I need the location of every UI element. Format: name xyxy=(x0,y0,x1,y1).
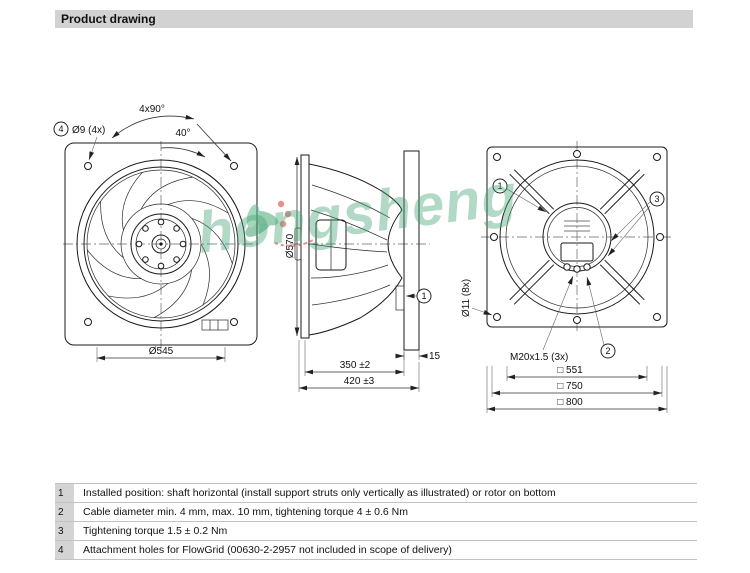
svg-text:1: 1 xyxy=(421,291,426,301)
svg-text:1: 1 xyxy=(497,181,502,191)
notes-table: 1 Installed position: shaft horizontal (… xyxy=(55,483,697,560)
callout-4: 4 xyxy=(53,121,69,137)
svg-text:3: 3 xyxy=(654,194,659,204)
hole-size-label: Ø9 (4x) xyxy=(72,125,105,136)
note-number: 2 xyxy=(55,503,74,521)
impeller-back-disc xyxy=(300,154,310,339)
callout-4-leader xyxy=(88,136,98,161)
rotor-hub xyxy=(130,213,192,275)
square-800-label: □ 800 xyxy=(557,397,583,408)
impeller-side-body xyxy=(308,163,403,336)
note-text: Tightening torque 1.5 ± 0.2 Nm xyxy=(83,525,228,537)
square-551-label: □ 551 xyxy=(557,365,583,376)
plate-holes xyxy=(490,150,664,324)
angle-arc-40 xyxy=(160,147,206,158)
callout-1-side: 1 xyxy=(406,288,432,304)
angle-label-40: 40° xyxy=(175,128,190,139)
note-text: Attachment holes for FlowGrid (00630-2-2… xyxy=(83,544,452,556)
terminal-box xyxy=(560,242,594,262)
diameter-545-label: Ø545 xyxy=(149,346,174,357)
gland-label: M20x1.5 (3x) xyxy=(510,352,568,363)
cable-gland xyxy=(583,263,591,271)
table-row: 1 Installed position: shaft horizontal (… xyxy=(55,484,697,503)
dimension-750: □ 750 xyxy=(491,366,663,397)
corner-hole xyxy=(84,162,92,170)
impeller-outer xyxy=(86,169,236,319)
wall-plate-side xyxy=(403,150,420,351)
angle-label-4x90: 4x90° xyxy=(139,104,165,115)
corner-hole xyxy=(230,318,238,326)
note-number: 3 xyxy=(55,522,74,540)
inlet-ring-inner xyxy=(83,166,239,322)
mounting-plate-front xyxy=(64,142,258,346)
corner-hole xyxy=(84,318,92,326)
callout-3-rear: 3 xyxy=(607,191,665,257)
side-view: Ø570 15 350 ±2 420 ±3 1 xyxy=(285,150,441,392)
rear-view: 1 3 2 Ø11 (8x) M20x1.5 (3x) □ 551 xyxy=(461,141,673,413)
support-strut-bracket xyxy=(395,285,405,311)
depth-420-label: 420 ±3 xyxy=(344,376,375,387)
dimension-545: Ø545 xyxy=(96,346,226,362)
table-row: 2 Cable diameter min. 4 mm, max. 10 mm, … xyxy=(55,503,697,522)
svg-text:2: 2 xyxy=(605,346,610,356)
table-row: 3 Tightening torque 1.5 ± 0.2 Nm xyxy=(55,522,697,541)
venturi-ring-outer xyxy=(499,159,655,315)
section-header: Product drawing xyxy=(55,10,693,28)
mounting-plate-rear xyxy=(486,146,668,328)
cable-gland xyxy=(573,265,581,273)
hole-leader-line xyxy=(196,123,232,162)
hole-leader-rear xyxy=(471,307,493,316)
dimension-350: 350 ±2 xyxy=(304,340,405,376)
dimension-800: □ 800 xyxy=(486,366,668,413)
note-number: 4 xyxy=(55,541,74,559)
corner-hole xyxy=(230,162,238,170)
note-number: 1 xyxy=(55,484,74,502)
diameter-570-label: Ø570 xyxy=(285,233,296,258)
square-750-label: □ 750 xyxy=(557,381,583,392)
flange-thickness-label: 15 xyxy=(429,351,441,362)
table-row: 4 Attachment holes for FlowGrid (00630-2… xyxy=(55,541,697,560)
angle-arc-4x90 xyxy=(111,114,195,139)
callout-2-rear: 2 xyxy=(586,276,616,359)
page-title: Product drawing xyxy=(61,12,156,26)
inlet-ring-outer xyxy=(76,159,246,329)
dimension-570: Ø570 xyxy=(285,157,300,336)
note-text: Installed position: shaft horizontal (in… xyxy=(83,487,556,499)
front-view: 4x90° 40° 4 Ø9 (4x) Ø545 xyxy=(53,104,259,362)
svg-text:4: 4 xyxy=(58,124,63,134)
cable-gland xyxy=(563,263,571,271)
dimension-15: 15 xyxy=(395,350,441,362)
gland-leader xyxy=(542,275,574,351)
nameplate-front xyxy=(201,319,229,331)
note-text: Cable diameter min. 4 mm, max. 10 mm, ti… xyxy=(83,506,408,518)
venturi-ring-inner xyxy=(505,165,649,309)
dimension-420: 420 ±3 xyxy=(298,340,420,392)
dimension-551: □ 551 xyxy=(506,365,648,381)
callout-1-rear: 1 xyxy=(492,178,547,213)
hole-size-label-rear: Ø11 (8x) xyxy=(461,279,472,317)
depth-350-label: 350 ±2 xyxy=(340,360,371,371)
